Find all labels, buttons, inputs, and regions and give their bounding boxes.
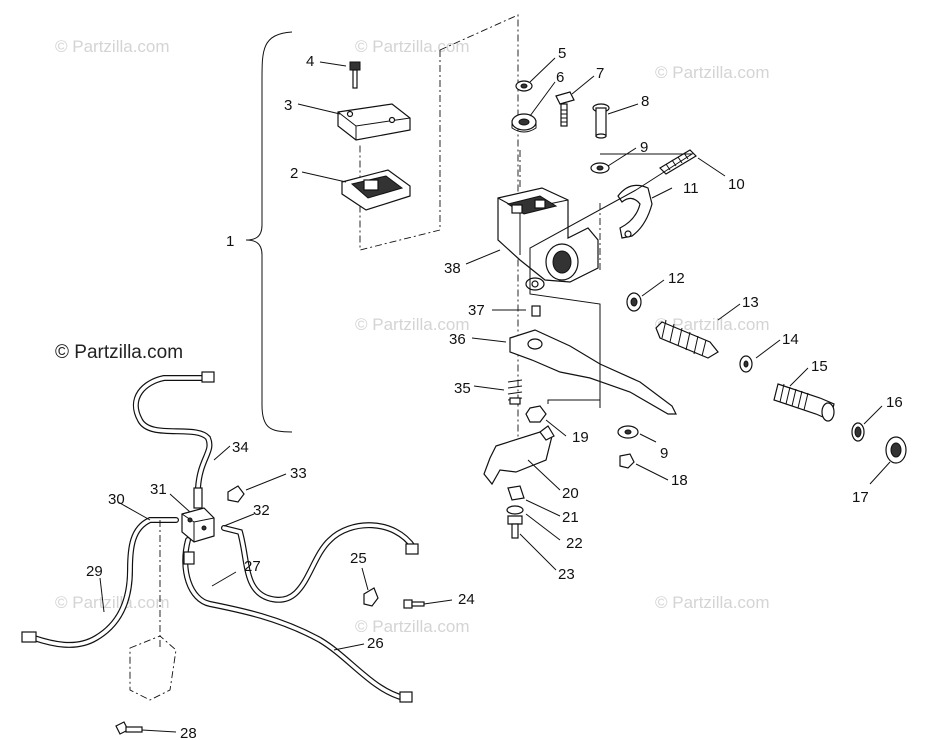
callout-32: 32 bbox=[253, 502, 270, 519]
leader-lines bbox=[297, 57, 891, 571]
callout-21: 21 bbox=[562, 509, 579, 526]
callout-26: 26 bbox=[367, 635, 384, 652]
watermark: © Partzilla.com bbox=[655, 315, 770, 334]
callout-35: 35 bbox=[454, 380, 471, 397]
part-4-screw bbox=[349, 61, 361, 89]
callout-3: 3 bbox=[284, 97, 292, 114]
callout-9-upper: 9 bbox=[640, 139, 648, 156]
watermark-main: © Partzilla.com bbox=[55, 342, 183, 363]
callout-17: 17 bbox=[852, 489, 869, 506]
part-15-piston bbox=[773, 383, 835, 422]
callout-4: 4 bbox=[306, 53, 314, 70]
part-6-grommet bbox=[511, 113, 537, 133]
part-33-banjo-bolt bbox=[227, 485, 245, 503]
callout-25: 25 bbox=[350, 550, 367, 567]
callout-27: 27 bbox=[244, 558, 261, 575]
callout-6: 6 bbox=[556, 69, 564, 86]
callout-10: 10 bbox=[728, 176, 745, 193]
part-7-bolt bbox=[555, 91, 575, 127]
callout-33: 33 bbox=[290, 465, 307, 482]
callout-37: 37 bbox=[468, 302, 485, 319]
callout-38: 38 bbox=[444, 260, 461, 277]
part-36-brake-lever bbox=[509, 329, 677, 415]
callout-22: 22 bbox=[566, 535, 583, 552]
callout-14: 14 bbox=[782, 331, 799, 348]
phantom-outline bbox=[519, 150, 601, 270]
phantom-outline bbox=[359, 14, 519, 440]
callout-12: 12 bbox=[668, 270, 685, 287]
brake-hoses bbox=[31, 375, 417, 701]
part-38-master-cylinder bbox=[497, 187, 599, 291]
watermark: © Partzilla.com bbox=[355, 37, 470, 56]
callout-30: 30 bbox=[108, 491, 125, 508]
callout-24: 24 bbox=[458, 591, 475, 608]
part-24-screw bbox=[403, 599, 425, 609]
callout-5: 5 bbox=[558, 45, 566, 62]
callout-15: 15 bbox=[811, 358, 828, 375]
callout-29: 29 bbox=[86, 563, 103, 580]
part-21-23-hardware-stack bbox=[506, 485, 525, 539]
hose-end-fittings bbox=[21, 371, 419, 703]
part-2-diaphragm bbox=[341, 169, 411, 211]
callout-31: 31 bbox=[150, 481, 167, 498]
part-35-spring bbox=[507, 379, 523, 405]
callout-36: 36 bbox=[449, 331, 466, 348]
part-25-bleeder-cap bbox=[363, 587, 379, 607]
watermark: © Partzilla.com bbox=[355, 617, 470, 636]
part-18-nut bbox=[619, 453, 635, 469]
part-37-pin bbox=[531, 305, 541, 317]
callout-34: 34 bbox=[232, 439, 249, 456]
callout-18: 18 bbox=[671, 472, 688, 489]
part-20-bracket bbox=[483, 425, 555, 486]
callout-2: 2 bbox=[290, 165, 298, 182]
callout-8: 8 bbox=[641, 93, 649, 110]
callout-19: 19 bbox=[572, 429, 589, 446]
part-17-cap bbox=[885, 436, 907, 464]
callout-9-lower: 9 bbox=[660, 445, 668, 462]
callout-7: 7 bbox=[596, 65, 604, 82]
part-12-washer bbox=[626, 292, 642, 312]
part-3-reservoir-cover bbox=[337, 103, 411, 141]
watermark: © Partzilla.com bbox=[655, 593, 770, 612]
part-19-nut bbox=[525, 405, 547, 423]
callout-11: 11 bbox=[683, 180, 699, 197]
callout-23: 23 bbox=[558, 566, 575, 583]
callout-16: 16 bbox=[886, 394, 903, 411]
callout-20: 20 bbox=[562, 485, 579, 502]
phantom-bracket bbox=[129, 635, 177, 701]
part-11-clamp bbox=[617, 184, 653, 239]
part-31-junction-block bbox=[181, 487, 215, 543]
callout-1: 1 bbox=[226, 233, 234, 250]
assembly-brace bbox=[245, 31, 293, 433]
leader-lines-left bbox=[99, 445, 453, 733]
watermark: © Partzilla.com bbox=[355, 315, 470, 334]
watermark: © Partzilla.com bbox=[55, 37, 170, 56]
watermark: © Partzilla.com bbox=[55, 593, 170, 612]
part-8-pivot-pin bbox=[592, 103, 610, 139]
watermark: © Partzilla.com bbox=[655, 63, 770, 82]
callout-28: 28 bbox=[180, 725, 197, 740]
part-13-boot bbox=[655, 319, 719, 359]
watermark-group: © Partzilla.com © Partzilla.com © Partzi… bbox=[55, 37, 770, 636]
callout-13: 13 bbox=[742, 294, 759, 311]
part-28-screw bbox=[115, 721, 143, 735]
callout-labels: 1 2 3 4 5 6 7 8 9 10 11 12 13 14 15 16 1… bbox=[86, 45, 903, 740]
